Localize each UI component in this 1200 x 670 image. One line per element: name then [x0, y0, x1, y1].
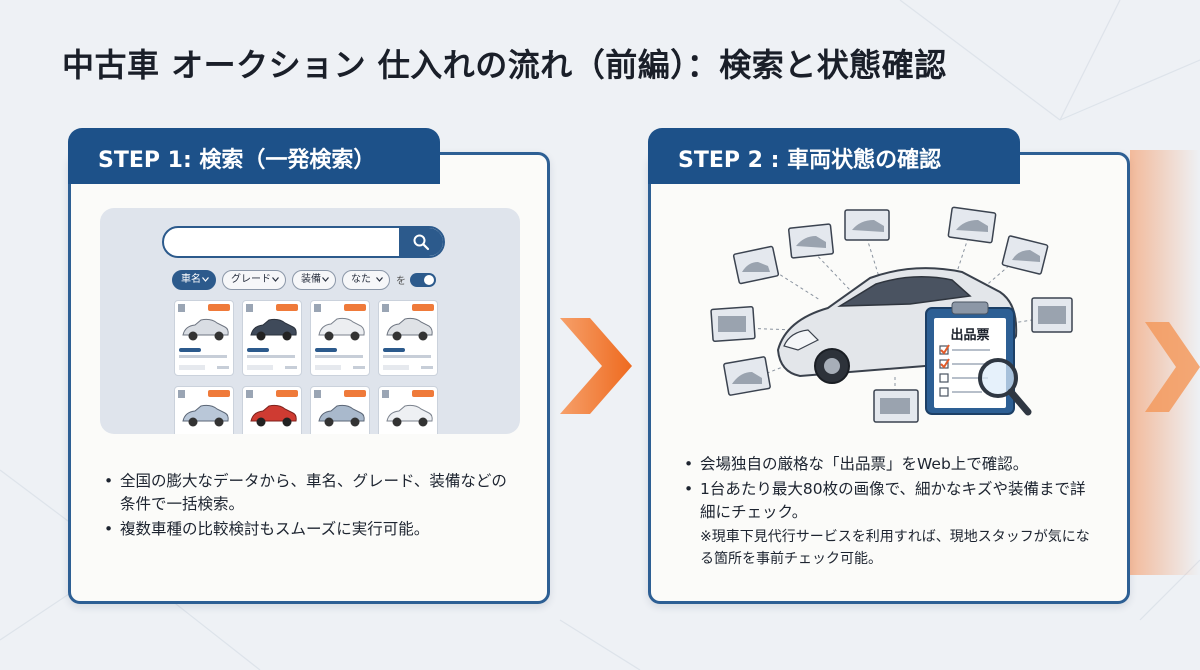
price-badge	[208, 390, 230, 397]
search-icon	[413, 234, 430, 251]
favorite-icon	[382, 304, 389, 312]
result-card[interactable]	[242, 300, 302, 376]
bullet-text: 全国の膨大なデータから、車名、グレード、装備などの条件で一括検索。	[120, 472, 507, 513]
chevron-down-icon	[322, 277, 329, 282]
result-card[interactable]	[310, 300, 370, 376]
favorite-icon	[178, 304, 185, 312]
toggle-label: を	[396, 276, 406, 287]
chevron-right-icon	[560, 318, 632, 414]
favorite-icon	[178, 390, 185, 398]
price-badge	[412, 390, 434, 397]
favorite-icon	[246, 304, 253, 312]
bullet-text: 会場独自の厳格な「出品票」をWeb上で確認。	[700, 455, 1029, 473]
result-card[interactable]	[378, 386, 438, 434]
step1-header: STEP 1: 検索（一発検索）	[68, 128, 440, 184]
bullet-item: •会場独自の厳格な「出品票」をWeb上で確認。	[684, 455, 1029, 473]
favorite-icon	[382, 390, 389, 398]
bullet-item: •複数車種の比較検討もスムーズに実行可能。	[104, 520, 430, 538]
vehicle-inspection-illustration: 出品票	[710, 206, 1073, 423]
search-mockup: 車名 グレード 装備 なた を	[100, 208, 520, 434]
chevron-right-icon	[1145, 322, 1200, 412]
price-badge	[412, 304, 434, 311]
car-icon	[386, 404, 433, 427]
result-card[interactable]	[242, 386, 302, 434]
bullet-item: •全国の膨大なデータから、車名、グレード、装備などの条件で一括検索。	[104, 472, 507, 513]
car-icon	[250, 318, 297, 341]
result-card[interactable]	[174, 300, 234, 376]
car-icon	[182, 318, 229, 341]
result-card[interactable]	[310, 386, 370, 434]
filter-chip-grade[interactable]: グレード	[222, 270, 286, 290]
price-badge	[276, 304, 298, 311]
price-badge	[344, 390, 366, 397]
bullet-item: •1台あたり最大80枚の画像で、細かなキズや装備まで詳細にチェック。	[684, 480, 1086, 521]
favorite-icon	[246, 390, 253, 398]
search-input[interactable]	[162, 226, 445, 258]
filter-chip-label: グレード	[231, 274, 271, 285]
favorite-icon	[314, 304, 321, 312]
bullet-text: 複数車種の比較検討もスムーズに実行可能。	[120, 520, 430, 538]
car-icon	[182, 404, 229, 427]
favorite-icon	[314, 390, 321, 398]
price-badge	[344, 304, 366, 311]
page-title: 中古車 オークション 仕入れの流れ（前編）：検索と状態確認	[62, 46, 947, 84]
car-icon	[318, 404, 365, 427]
chevron-down-icon	[272, 277, 279, 282]
car-icon	[386, 317, 433, 341]
filter-chip-car-name[interactable]: 車名	[172, 270, 216, 290]
result-card[interactable]	[174, 386, 234, 434]
filter-toggle[interactable]	[410, 273, 436, 287]
price-badge	[276, 390, 298, 397]
sheet-title: 出品票	[950, 327, 989, 343]
filter-chip-equipment[interactable]: 装備	[292, 270, 336, 290]
filter-chip-label: 装備	[301, 274, 321, 285]
magnifier-icon	[978, 358, 1032, 416]
step1-bullets: •全国の膨大なデータから、車名、グレード、装備などの条件で一括検索。 •複数車種…	[100, 470, 520, 543]
filter-chip-label: なた	[351, 274, 371, 285]
step2-header: STEP 2 : 車両状態の確認	[648, 128, 1020, 184]
result-card[interactable]	[378, 300, 438, 376]
step2-bullets: •会場独自の厳格な「出品票」をWeb上で確認。 •1台あたり最大80枚の画像で、…	[680, 453, 1100, 570]
bullet-text: 1台あたり最大80枚の画像で、細かなキズや装備まで詳細にチェック。	[700, 480, 1086, 521]
car-icon	[318, 317, 365, 341]
chevron-down-icon	[376, 277, 383, 282]
filter-chip-other[interactable]: なた	[342, 270, 390, 290]
note-text: ※現車下見代行サービスを利用すれば、現地スタッフが気になる箇所を事前チェック可能…	[700, 529, 1090, 567]
chevron-down-icon	[202, 277, 209, 282]
price-badge	[208, 304, 230, 311]
search-button[interactable]	[399, 228, 443, 256]
car-icon	[250, 404, 297, 427]
filter-chip-label: 車名	[181, 274, 201, 285]
filter-row: 車名 グレード 装備 なた を	[172, 270, 472, 292]
